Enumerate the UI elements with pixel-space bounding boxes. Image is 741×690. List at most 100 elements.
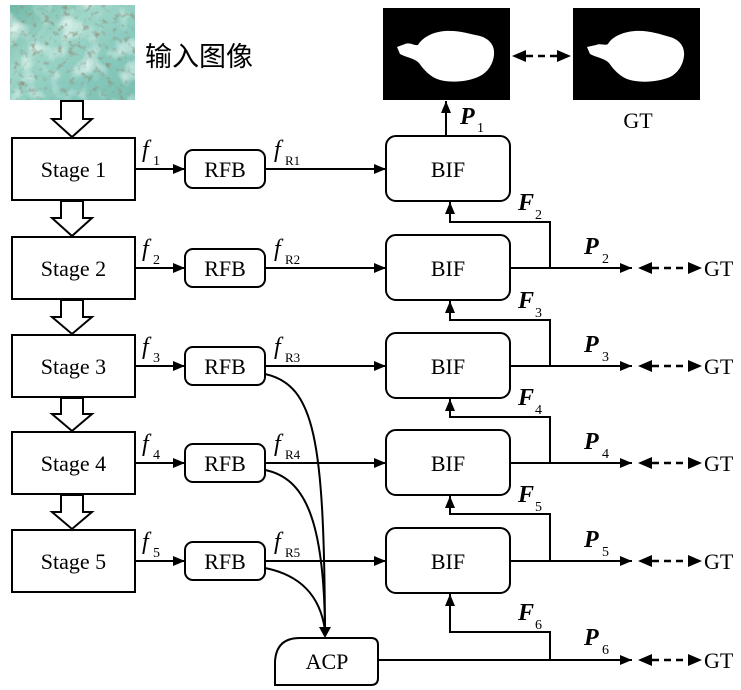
- feature-f4-symbol: f: [142, 431, 152, 457]
- compare-arrow-right-head: [688, 457, 702, 469]
- prediction-p6-symbol: P: [583, 625, 599, 651]
- feedback-connector-f3: [445, 301, 551, 366]
- gt-label: GT: [704, 451, 734, 476]
- gt-label: GT: [704, 256, 734, 281]
- rfb-label: RFB: [204, 451, 246, 476]
- gt-mask-region: [587, 30, 685, 82]
- feedback-f4-subscript: 4: [535, 403, 542, 418]
- compare-arrow-left-head: [638, 654, 652, 666]
- bif-label: BIF: [431, 549, 465, 574]
- bif-label: BIF: [431, 354, 465, 379]
- hollow-arrow-stage1-stage2: [49, 200, 95, 238]
- compare-arrow-left-head: [638, 262, 652, 274]
- stage-label: Stage 1: [41, 157, 106, 182]
- gt-label-top: GT: [623, 108, 653, 133]
- compare-arrow-right-head: [688, 360, 702, 372]
- compare-arrow-left-head: [638, 555, 652, 567]
- prediction-p2-symbol: P: [583, 234, 599, 260]
- stage-1: Stage 1: [11, 137, 136, 201]
- prediction-mask-region: [397, 30, 495, 82]
- connector-rfb3-acp: [264, 373, 326, 631]
- output-row-6: P 6 GT: [378, 625, 734, 673]
- feedback-connector-f6: [445, 594, 551, 660]
- feature-f1-subscript: 1: [153, 154, 160, 169]
- compare-arrow-right-head: [557, 50, 571, 62]
- prediction-p1-subscript: 1: [477, 121, 484, 136]
- prediction-p1-symbol: P: [459, 104, 475, 130]
- feature-f5-subscript: 5: [153, 546, 160, 561]
- input-image-texture: [10, 5, 135, 100]
- stage-label: Stage 5: [41, 549, 106, 574]
- prediction-p4-symbol: P: [583, 429, 599, 455]
- hollow-arrow-stage2-stage3: [49, 299, 95, 336]
- bif-2: BIF: [385, 234, 511, 301]
- stage-box: [11, 431, 136, 495]
- feedback-connector-f4: [445, 399, 551, 463]
- feature-fr1-subscript: R1: [285, 153, 300, 168]
- prediction-p2-subscript: 2: [602, 252, 609, 267]
- stage-label: Stage 2: [41, 256, 106, 281]
- rfb-3: RFB: [184, 346, 266, 386]
- feature-f1-symbol: f: [142, 137, 152, 163]
- stage-5: Stage 5: [11, 529, 136, 593]
- gt-mask-image: [573, 8, 700, 100]
- rfb-label: RFB: [204, 354, 246, 379]
- compare-arrow-right-head: [688, 555, 702, 567]
- acp-block: ACP: [274, 637, 379, 686]
- compare-arrow-left-head: [638, 457, 652, 469]
- input-image-label: 输入图像: [145, 42, 253, 73]
- rfb-5: RFB: [184, 541, 266, 581]
- prediction-p6-subscript: 6: [602, 643, 609, 658]
- bif-3: BIF: [385, 332, 511, 399]
- feedback-connector-f2: [445, 202, 551, 268]
- stage-label: Stage 4: [41, 451, 106, 476]
- stage-4: Stage 4: [11, 431, 136, 495]
- acp-label: ACP: [306, 649, 349, 674]
- feedback-f2-symbol: F: [517, 190, 534, 216]
- bif-4: BIF: [385, 429, 511, 496]
- bif-label: BIF: [431, 256, 465, 281]
- compare-arrow-right-head: [688, 654, 702, 666]
- stage-box: [11, 137, 136, 201]
- prediction-p3-subscript: 3: [602, 350, 609, 365]
- prediction-p3-symbol: P: [583, 332, 599, 358]
- hollow-arrow-stage3-stage4: [49, 397, 95, 433]
- compare-arrow-left-head: [512, 50, 526, 62]
- bif-1: BIF: [385, 135, 511, 202]
- bif-box: [385, 135, 511, 202]
- feedback-f5-subscript: 5: [535, 500, 542, 515]
- feedback-f5-symbol: F: [517, 482, 534, 508]
- connector-rfb5-acp: [264, 567, 326, 631]
- feedback-f6-subscript: 6: [535, 618, 542, 633]
- feature-f3-symbol: f: [142, 334, 152, 360]
- compare-arrow-left-head: [638, 360, 652, 372]
- prediction-mask-image: [383, 8, 510, 100]
- stage-2: Stage 2: [11, 236, 136, 300]
- prediction-p4-subscript: 4: [602, 447, 609, 462]
- gt-label: GT: [704, 354, 734, 379]
- input-image: [10, 5, 135, 100]
- feedback-f3-subscript: 3: [535, 306, 542, 321]
- prediction-p5-subscript: 5: [602, 545, 609, 560]
- bif-label: BIF: [431, 157, 465, 182]
- rfb-label: RFB: [204, 157, 246, 182]
- feature-fr2-symbol: f: [274, 236, 284, 262]
- acp-shape: [274, 637, 379, 686]
- output-row-4: P 4 GT: [510, 429, 734, 476]
- feedback-f6-symbol: F: [517, 600, 534, 626]
- arrowhead-into-acp: [319, 627, 331, 638]
- feature-fr4-subscript: R4: [285, 447, 301, 462]
- feature-fr2-subscript: R2: [285, 252, 300, 267]
- hollow-arrow-input-stage1: [49, 100, 95, 139]
- feature-fr3-subscript: R3: [285, 350, 300, 365]
- compare-arrow-right-head: [688, 262, 702, 274]
- feature-f5-symbol: f: [142, 529, 152, 555]
- output-row-5: P 5 GT: [510, 527, 734, 574]
- rfb-1: RFB: [184, 149, 266, 189]
- feedback-f3-symbol: F: [517, 288, 534, 314]
- feature-f4-subscript: 4: [153, 448, 160, 463]
- rfb-4: RFB: [184, 443, 266, 483]
- bif-5: BIF: [385, 527, 511, 594]
- feedback-f4-symbol: F: [517, 385, 534, 411]
